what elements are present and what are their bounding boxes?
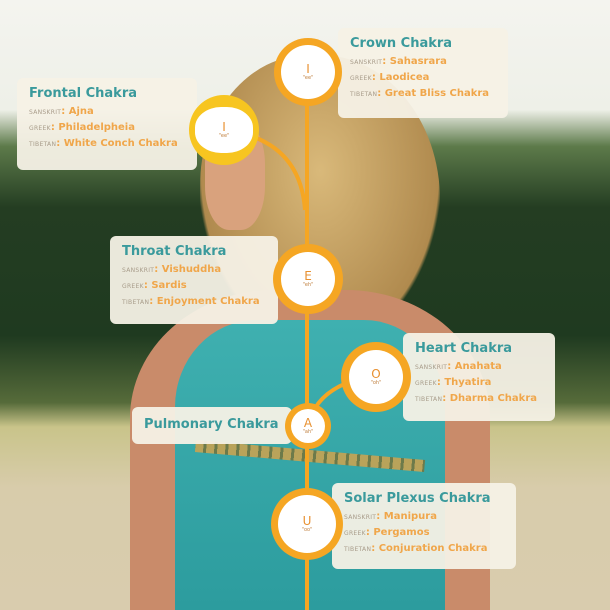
sound: "eh" xyxy=(302,282,314,288)
pulmonary-chakra-node: A"ah" xyxy=(285,403,331,449)
value: Manipura xyxy=(383,511,437,522)
label: Greek xyxy=(350,75,372,82)
crown-chakra-node: I"ee" xyxy=(274,38,342,106)
label: Tibetan xyxy=(122,299,150,306)
label: Greek xyxy=(29,125,51,132)
value: Sardis xyxy=(151,280,187,291)
throat-chakra-card: Throat Chakra Sanskrit: Vishuddha Greek:… xyxy=(110,236,278,324)
value: Dharma Chakra xyxy=(449,393,538,404)
value: Thyatira xyxy=(444,377,492,388)
symbol: E xyxy=(304,269,312,283)
value: White Conch Chakra xyxy=(63,138,178,149)
card-title: Heart Chakra xyxy=(415,341,513,356)
frontal-chakra-node: I"ee" xyxy=(189,95,259,165)
label: Sanskrit xyxy=(29,109,62,116)
value: Anahata xyxy=(454,361,502,372)
frontal-chakra-card: Frontal Chakra Sanskrit: Ajna Greek: Phi… xyxy=(17,78,197,170)
label: Tibetan xyxy=(29,141,57,148)
sound: "oo" xyxy=(301,527,313,533)
solar-plexus-chakra-card: Solar Plexus Chakra Sanskrit: Manipura G… xyxy=(332,483,516,569)
crown-chakra-card: Crown Chakra Sanskrit: Sahasrara Greek: … xyxy=(338,28,508,118)
label: Greek xyxy=(415,380,437,387)
card-title: Solar Plexus Chakra xyxy=(344,491,491,506)
value: Conjuration Chakra xyxy=(378,543,488,554)
label: Tibetan xyxy=(344,546,372,553)
label: Greek xyxy=(122,283,144,290)
sound: "oh" xyxy=(370,380,382,386)
solar-plexus-chakra-node: U"oo" xyxy=(271,488,343,560)
label: Sanskrit xyxy=(344,514,377,521)
sound: "ee" xyxy=(302,75,314,81)
throat-chakra-node: E"eh" xyxy=(273,244,343,314)
value: Vishuddha xyxy=(161,264,222,275)
card-title: Frontal Chakra xyxy=(29,86,138,101)
label: Sanskrit xyxy=(415,364,448,371)
label: Tibetan xyxy=(415,396,443,403)
symbol: A xyxy=(303,416,313,430)
heart-chakra-card: Heart Chakra Sanskrit: Anahata Greek: Th… xyxy=(403,333,555,421)
value: Ajna xyxy=(68,106,94,117)
label: Tibetan xyxy=(350,91,378,98)
card-title: Pulmonary Chakra xyxy=(144,417,279,432)
value: Philadelpheia xyxy=(58,122,135,133)
value: Sahasrara xyxy=(389,56,447,67)
label: Greek xyxy=(344,530,366,537)
label: Sanskrit xyxy=(350,59,383,66)
card-title: Crown Chakra xyxy=(350,36,453,51)
symbol: I xyxy=(222,120,226,134)
value: Pergamos xyxy=(373,527,430,538)
symbol: U xyxy=(302,514,312,528)
heart-chakra-node: O"oh" xyxy=(341,342,411,412)
sound: "ee" xyxy=(218,133,230,139)
symbol: O xyxy=(371,367,381,381)
value: Great Bliss Chakra xyxy=(384,88,490,99)
value: Laodicea xyxy=(379,72,430,83)
label: Sanskrit xyxy=(122,267,155,274)
card-title: Throat Chakra xyxy=(122,244,227,259)
symbol: I xyxy=(306,62,310,76)
pulmonary-chakra-card: Pulmonary Chakra xyxy=(132,407,292,444)
sound: "ah" xyxy=(302,429,314,435)
value: Enjoyment Chakra xyxy=(156,296,260,307)
